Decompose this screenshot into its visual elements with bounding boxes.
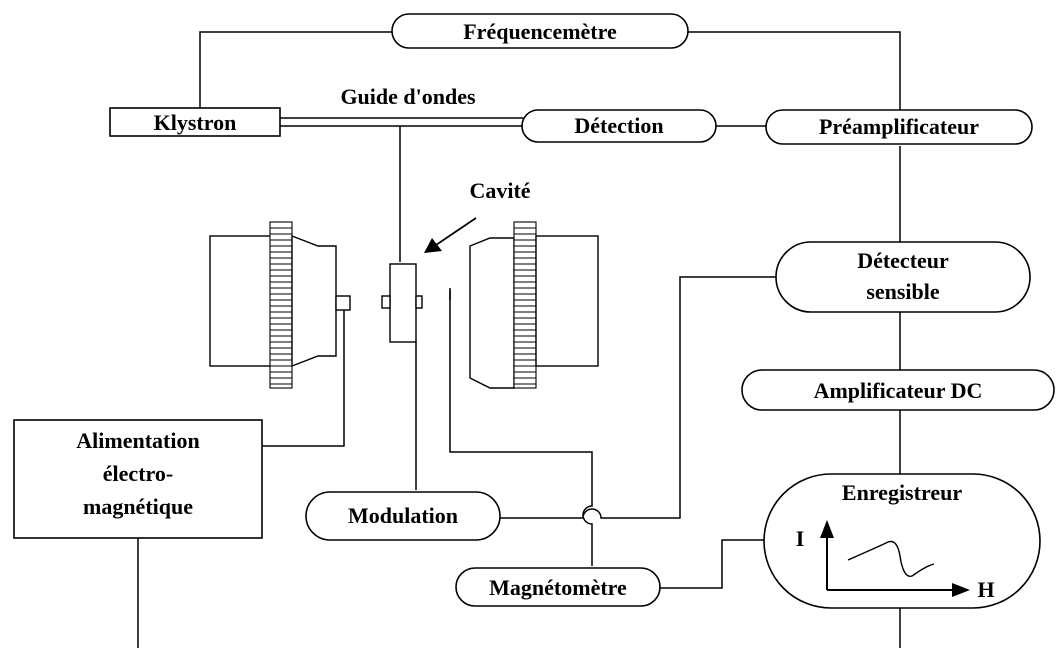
alimentation-box: Alimentation électro- magnétique bbox=[13, 419, 263, 539]
wire-frequencemetre-bus bbox=[688, 31, 901, 112]
right-magnet-ribs bbox=[514, 227, 536, 385]
preamplificateur-label: Préamplificateur bbox=[819, 114, 979, 139]
preamplificateur-box: Préamplificateur bbox=[765, 109, 1033, 145]
detection-box: Détection bbox=[521, 109, 717, 143]
amplificateur-dc-label: Amplificateur DC bbox=[814, 378, 983, 403]
wire-modulation-detecteur bbox=[500, 276, 776, 519]
guide-ondes-label: Guide d'ondes bbox=[340, 84, 476, 109]
alimentation-label-line3: magnétique bbox=[83, 494, 193, 519]
wire-magnetometre-enregistreur bbox=[660, 539, 764, 589]
left-electromagnet bbox=[209, 221, 351, 389]
axis-i-label: I bbox=[796, 526, 805, 551]
amplificateur-dc-box: Amplificateur DC bbox=[741, 369, 1055, 411]
axis-h-label: H bbox=[977, 577, 994, 602]
detection-label: Détection bbox=[574, 113, 663, 138]
cavite-label: Cavité bbox=[469, 178, 530, 203]
right-electromagnet bbox=[469, 221, 599, 389]
recorder-y-arrowhead bbox=[820, 520, 834, 538]
frequencemetre-label: Fréquencemètre bbox=[463, 19, 617, 44]
recorder-signal-trace bbox=[847, 540, 935, 577]
detecteur-label-line1: Détecteur bbox=[857, 248, 949, 273]
wire-probe-magnetometre bbox=[449, 290, 593, 566]
cavity bbox=[381, 263, 423, 343]
wire-klystron-frequencemetre bbox=[199, 31, 392, 108]
klystron-label: Klystron bbox=[154, 110, 237, 135]
alimentation-label-line2: électro- bbox=[103, 461, 173, 486]
cavite-arrow bbox=[424, 217, 477, 253]
enregistreur-label: Enregistreur bbox=[842, 480, 962, 505]
left-magnet-ribs bbox=[270, 227, 292, 385]
magnetometre-label: Magnétomètre bbox=[489, 575, 627, 600]
magnetometre-box: Magnétomètre bbox=[455, 567, 661, 607]
recorder-x-arrowhead bbox=[952, 583, 970, 597]
modulation-box: Modulation bbox=[305, 491, 501, 541]
waveguide bbox=[280, 117, 524, 127]
detecteur-label-line2: sensible bbox=[866, 279, 940, 304]
connection-wires bbox=[137, 31, 901, 648]
wire-magnet-alimentation bbox=[262, 310, 345, 447]
detecteur-sensible-box: Détecteur sensible bbox=[775, 241, 1031, 313]
modulation-label: Modulation bbox=[348, 503, 458, 528]
enregistreur-box: Enregistreur I H bbox=[763, 473, 1041, 609]
alimentation-label-line1: Alimentation bbox=[76, 428, 199, 453]
klystron-box: Klystron bbox=[109, 107, 281, 137]
frequencemetre-box: Fréquencemètre bbox=[391, 13, 689, 49]
